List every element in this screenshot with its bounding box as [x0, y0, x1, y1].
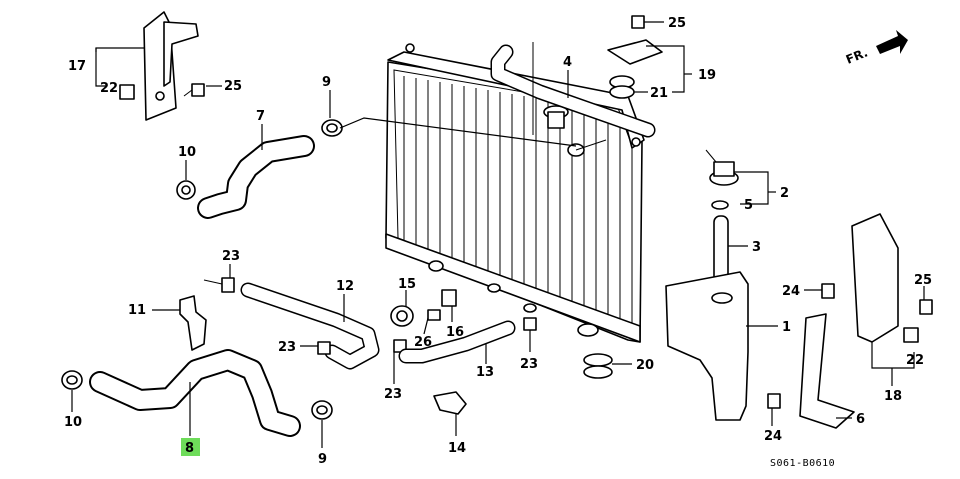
clip-23d[interactable] — [523, 317, 537, 331]
bolt-24a[interactable] — [821, 283, 835, 299]
callout-26[interactable]: 26 — [414, 335, 432, 350]
callout-7[interactable]: 7 — [256, 109, 265, 124]
clip-23a[interactable] — [221, 277, 235, 293]
seal-5[interactable] — [711, 200, 729, 210]
callout-1[interactable]: 1 — [782, 320, 791, 335]
callout-3[interactable]: 3 — [752, 240, 761, 255]
bolt-26[interactable] — [427, 309, 441, 321]
clip-22a[interactable] — [119, 84, 135, 100]
callout-8-highlight — [181, 438, 200, 456]
clamp-10b[interactable] — [61, 370, 83, 390]
bracket-6[interactable] — [799, 313, 855, 429]
overflow-tube[interactable] — [490, 42, 656, 138]
callout-24a[interactable]: 24 — [782, 284, 800, 299]
callout-5[interactable]: 5 — [744, 198, 753, 213]
callout-22a[interactable]: 22 — [100, 81, 118, 96]
radiator-cap-2[interactable] — [705, 149, 739, 186]
callout-20[interactable]: 20 — [636, 358, 654, 373]
radiator-core[interactable] — [385, 43, 645, 343]
callout-16[interactable]: 16 — [446, 325, 464, 340]
clamp-9b[interactable] — [311, 400, 333, 420]
callout-25b[interactable]: 25 — [668, 16, 686, 31]
cushion-21[interactable] — [609, 75, 635, 99]
lower-hose-8[interactable] — [89, 349, 301, 437]
callout-10b[interactable]: 10 — [64, 415, 82, 430]
callout-21[interactable]: 21 — [650, 86, 668, 101]
callout-15[interactable]: 15 — [398, 277, 416, 292]
grommet-15[interactable] — [390, 305, 414, 327]
diagram-code: S061-B0610 — [770, 458, 835, 469]
hose-13[interactable] — [398, 320, 516, 364]
clip-22b[interactable] — [903, 327, 919, 343]
leader-lines — [71, 21, 925, 448]
upper-bracket-17[interactable] — [143, 11, 199, 121]
callout-23d[interactable]: 23 — [520, 357, 538, 372]
fr-label: FR. — [844, 45, 870, 66]
shroud-18[interactable] — [851, 213, 899, 343]
callout-9b[interactable]: 9 — [318, 452, 327, 467]
callout-11[interactable]: 11 — [128, 303, 146, 318]
tube-3[interactable] — [713, 215, 729, 283]
callout-12[interactable]: 12 — [336, 279, 354, 294]
clip-23b[interactable] — [317, 341, 331, 355]
clamp-9a[interactable] — [321, 119, 343, 137]
callout-14[interactable]: 14 — [448, 441, 466, 456]
bracket-19[interactable] — [607, 39, 663, 65]
callout-10a[interactable]: 10 — [178, 145, 196, 160]
reserve-tank-1[interactable] — [665, 271, 749, 421]
callout-18[interactable]: 18 — [884, 389, 902, 404]
callout-4[interactable]: 4 — [563, 55, 572, 70]
callout-24b[interactable]: 24 — [764, 429, 782, 444]
front-direction-arrow: FR. — [844, 30, 908, 67]
callout-13[interactable]: 13 — [476, 365, 494, 380]
callout-23b[interactable]: 23 — [278, 340, 296, 355]
bracket-16[interactable] — [441, 289, 457, 307]
upper-hose-7[interactable] — [197, 135, 315, 219]
bolt-25b[interactable] — [631, 15, 645, 29]
bolt-24b[interactable] — [767, 393, 781, 409]
callout-6[interactable]: 6 — [856, 412, 865, 427]
clamp-10a[interactable] — [176, 180, 196, 200]
callout-9a[interactable]: 9 — [322, 75, 331, 90]
callout-23c[interactable]: 23 — [384, 387, 402, 402]
callout-25a[interactable]: 25 — [224, 79, 242, 94]
callout-2[interactable]: 2 — [780, 186, 789, 201]
bolt-25c[interactable] — [919, 299, 933, 315]
bracket-11[interactable] — [179, 295, 207, 351]
callout-19[interactable]: 19 — [698, 68, 716, 83]
callout-17[interactable]: 17 — [68, 59, 86, 74]
callout-23a[interactable]: 23 — [222, 249, 240, 264]
callout-22b[interactable]: 22 — [906, 353, 924, 368]
callout-8[interactable]: 8 — [185, 441, 194, 456]
bolt-25a[interactable] — [183, 83, 205, 97]
callout-25c[interactable]: 25 — [914, 273, 932, 288]
hose-12[interactable] — [240, 282, 380, 370]
clip-14[interactable] — [433, 391, 467, 415]
cushion-20[interactable] — [583, 353, 613, 379]
callout-labels: 17 22 25 7 9 10 23 11 12 23 10 8 9 15 26… — [64, 16, 932, 467]
